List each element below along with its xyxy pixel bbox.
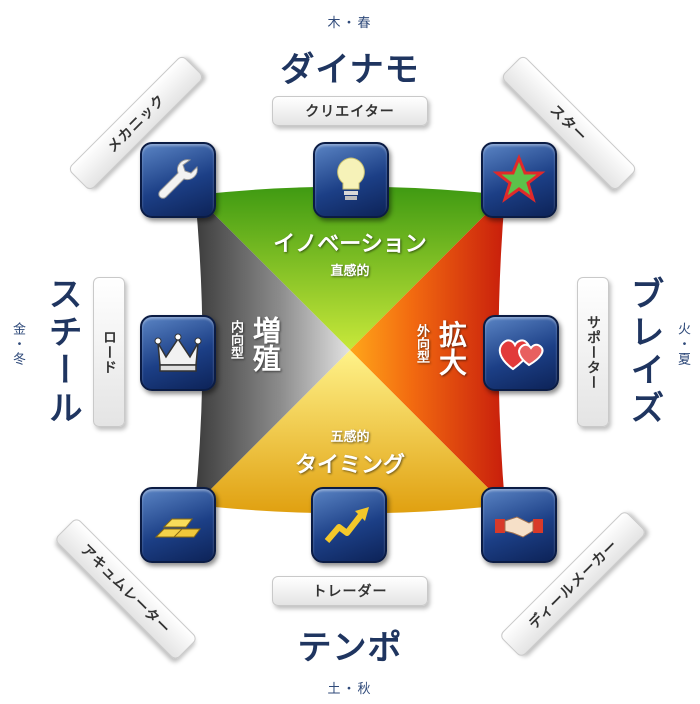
accumulator-profile-icon[interactable] xyxy=(140,487,216,563)
handshake-icon xyxy=(495,516,543,538)
quadrant-top-green xyxy=(195,186,505,350)
quadrant-left-label: 内向型 増殖 xyxy=(226,316,296,372)
creator-profile-icon[interactable] xyxy=(313,142,389,218)
star-icon xyxy=(492,153,546,203)
rising-arrow-icon xyxy=(324,507,369,543)
lord-profile-icon[interactable] xyxy=(140,315,216,391)
quadrant-left-title: 増殖 xyxy=(249,316,282,372)
quadrant-bottom-sub: 五感的 xyxy=(330,430,370,445)
element-right: 火・夏 xyxy=(675,322,690,367)
quadrant-right-red xyxy=(350,195,505,505)
quadrant-right-label: 外向型 拡大 xyxy=(412,320,482,376)
quadrant-left-gray xyxy=(195,195,350,505)
wrench-icon xyxy=(158,159,198,199)
deal-maker-profile-icon[interactable] xyxy=(481,487,557,563)
hearts-icon xyxy=(498,339,544,371)
trader-profile-icon[interactable] xyxy=(311,487,387,563)
quadrant-bottom-title: タイミング xyxy=(294,453,405,478)
quadrant-top-title: イノベーション xyxy=(273,232,427,257)
lightbulb-icon xyxy=(337,157,365,200)
profile-tab-creator[interactable]: クリエイター xyxy=(272,96,428,126)
quadrant-left-sub: 内向型 xyxy=(228,320,243,359)
gold-bars-icon xyxy=(154,518,201,538)
quadrant-top-label: イノベーション 直感的 xyxy=(240,226,460,279)
quadrant-top-sub: 直感的 xyxy=(330,264,370,279)
element-top: 木・春 xyxy=(327,16,373,31)
quadrant-bottom-yellow xyxy=(195,350,505,514)
star-profile-icon[interactable] xyxy=(481,142,557,218)
profile-label: トレーダー xyxy=(312,584,388,600)
quadrant-bottom-label: 五感的 タイミング xyxy=(240,426,460,479)
element-bottom: 土・秋 xyxy=(327,682,373,697)
profile-tab-supporter[interactable]: サポーター xyxy=(577,277,609,427)
mechanic-profile-icon[interactable] xyxy=(140,142,216,218)
crown-icon xyxy=(154,333,202,372)
frequency-dynamo-title: ダイナモ xyxy=(280,50,420,90)
supporter-profile-icon[interactable] xyxy=(483,315,559,391)
frequency-tempo-title: テンポ xyxy=(297,628,403,668)
quadrant-right-title: 拡大 xyxy=(435,320,468,376)
quadrant-right-sub: 外向型 xyxy=(414,324,429,363)
element-left: 金・冬 xyxy=(10,322,25,367)
frequency-blaze-title: ブレイズ xyxy=(624,276,664,428)
profile-label: サポーター xyxy=(585,314,601,390)
profile-label: クリエイター xyxy=(305,104,395,120)
profile-tab-trader[interactable]: トレーダー xyxy=(272,576,428,606)
frequency-steel-title: スチール xyxy=(42,276,82,428)
profile-label: ロード xyxy=(101,329,117,375)
profile-tab-lord[interactable]: ロード xyxy=(93,277,125,427)
